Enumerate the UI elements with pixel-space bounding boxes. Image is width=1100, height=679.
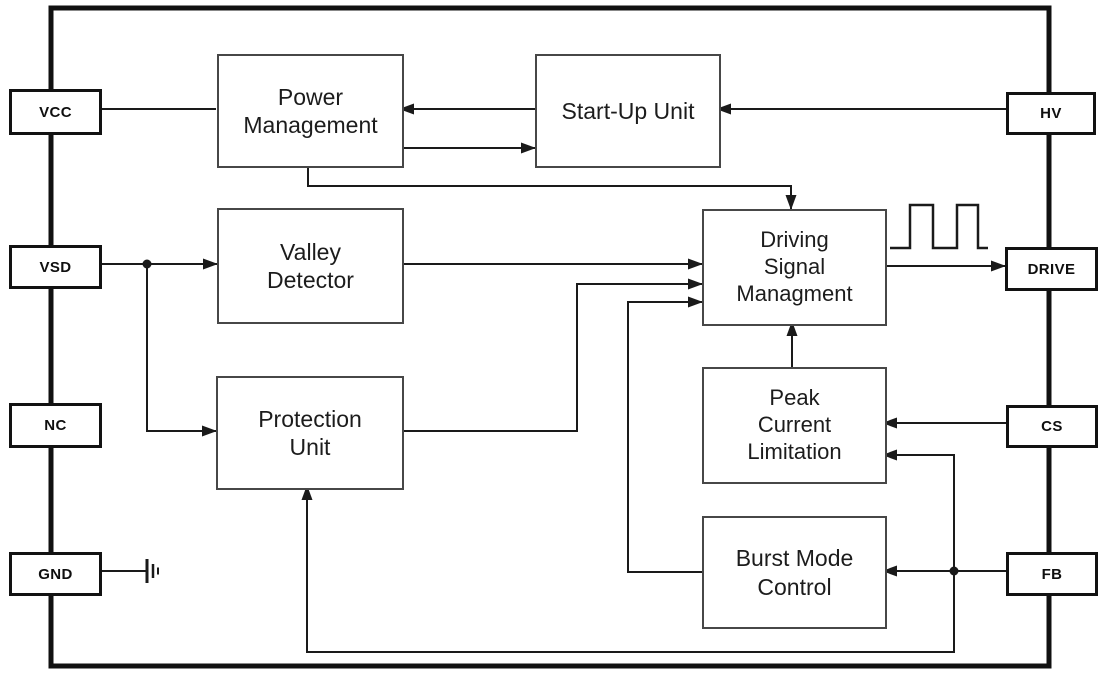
block-burst-mode-control: Burst Mode Control: [702, 516, 887, 629]
connection-fb-to-protection-unit: [301, 485, 955, 653]
block-peak-current-limitation: Peak Current Limitation: [702, 367, 887, 484]
connection-burst-mode-to-dsm: [627, 296, 703, 573]
pin-gnd: GND: [9, 552, 102, 596]
connection-power-management-to-dsm: [307, 164, 797, 210]
connection-protection-unit-to-dsm: [400, 278, 703, 432]
block-power-management: Power Management: [217, 54, 404, 168]
connection-fb-to-pcl: [882, 449, 955, 571]
junction-dot-fb: [949, 566, 959, 576]
block-protection-unit: Protection Unit: [216, 376, 404, 490]
pin-vsd: VSD: [9, 245, 102, 289]
pin-cs: CS: [1006, 405, 1098, 448]
pin-fb: FB: [1006, 552, 1098, 596]
junction-dot-vsd: [142, 259, 152, 269]
pulse-waveform-icon: [890, 203, 988, 250]
chip-boundary: [48, 5, 1052, 669]
block-driving-signal-managment: Driving Signal Managment: [702, 209, 887, 326]
ground-symbol-icon: [145, 559, 159, 583]
block-valley-detector: Valley Detector: [217, 208, 404, 324]
pin-vcc: VCC: [9, 89, 102, 135]
connection-vsd-to-protection-unit: [146, 264, 217, 437]
block-start-up-unit: Start-Up Unit: [535, 54, 721, 168]
pin-hv: HV: [1006, 92, 1096, 135]
pin-drive: DRIVE: [1005, 247, 1098, 291]
pin-nc: NC: [9, 403, 102, 448]
